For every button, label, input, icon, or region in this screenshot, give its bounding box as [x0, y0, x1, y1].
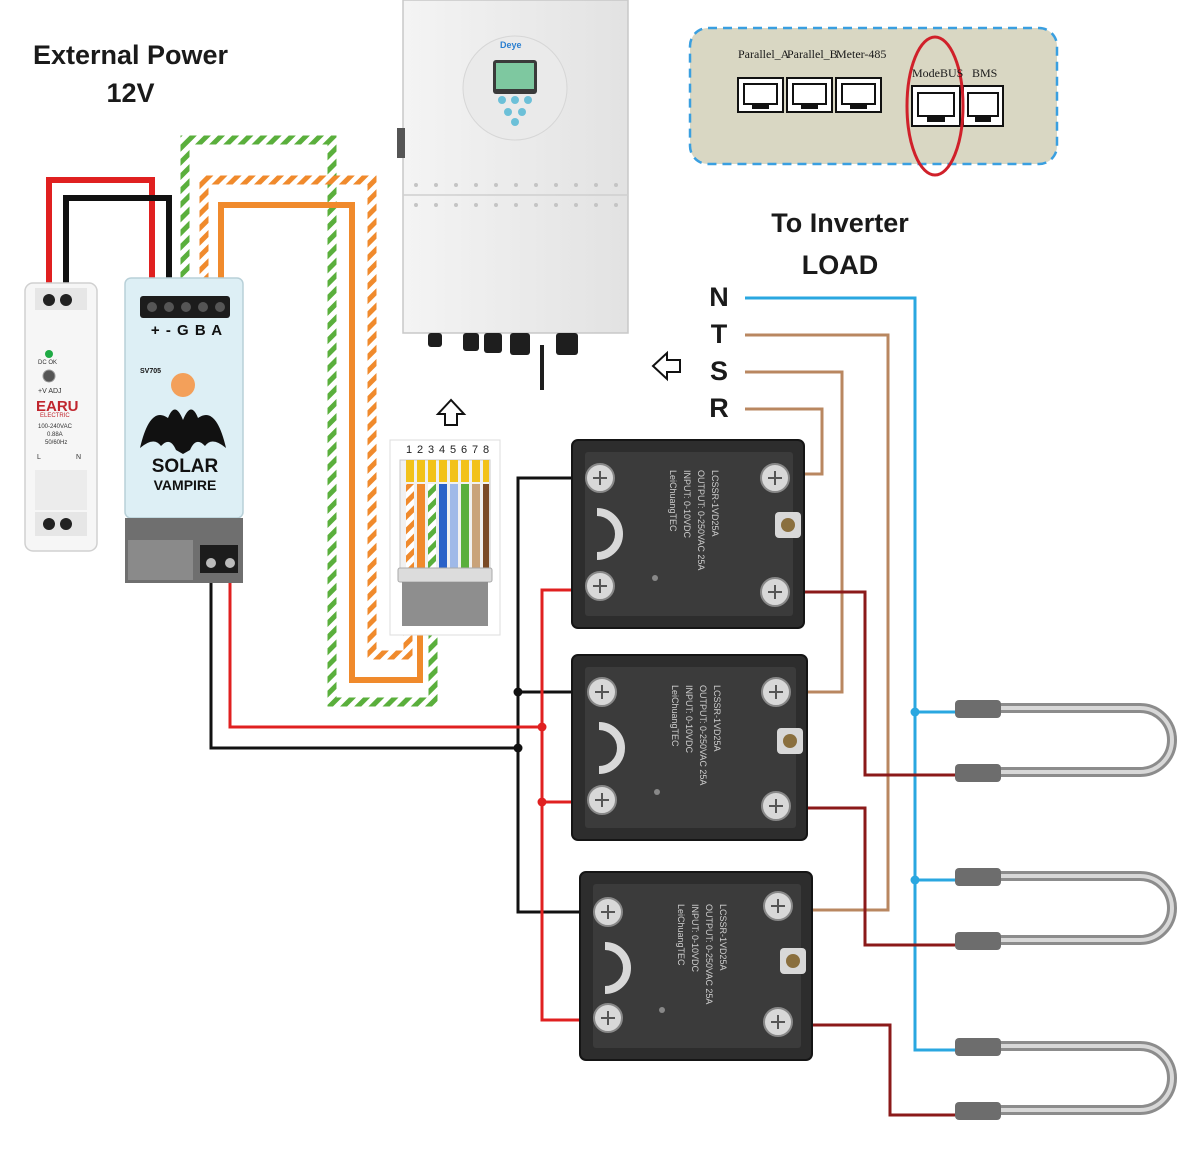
rj45-connector: [389, 439, 501, 636]
rj45-pin-1: 1: [406, 444, 413, 456]
arrow-up-icon: [435, 398, 467, 426]
sv-name-line2: VAMPIRE: [153, 477, 217, 493]
ssr2-output: OUTPUT: 0-250VAC 25A: [698, 685, 708, 786]
ethernet-port-modbus: [911, 85, 961, 127]
rj45-pin-8: 8: [483, 444, 490, 456]
ssr3-brand: LeiChuangTEC: [676, 904, 686, 966]
psu-terminal-l: L: [37, 454, 41, 461]
rj45-pin-3: 3: [428, 444, 435, 456]
psu-terminal-n: N: [76, 454, 82, 461]
solar-vampire-controller: [124, 277, 244, 583]
to-inverter-load-label: To Inverter LOAD: [740, 202, 940, 286]
phase-label-n: N: [709, 282, 729, 312]
psu-brand-sub: ELECTRIC: [40, 413, 70, 419]
rj45-pin-7: 7: [472, 444, 479, 456]
external-power-title: External Power: [32, 40, 229, 70]
psu-spec-current: 0.88A: [47, 432, 63, 438]
ssr1-input: INPUT: 0-10VDC: [682, 470, 692, 539]
external-power-label: External Power 12V: [18, 36, 243, 112]
ssr1-model: LCSSR-1VD25A: [710, 470, 720, 537]
phase-label-t: T: [710, 319, 728, 349]
rs485-data-wires: [180, 135, 438, 707]
comm-panel: [688, 26, 1059, 177]
ssr2-model: LCSSR-1VD25A: [712, 685, 722, 752]
ssr2-input: INPUT: 0-10VDC: [684, 685, 694, 754]
inverter-display-panel: [462, 35, 568, 141]
heater-element-3: [955, 1038, 1177, 1120]
rj45-pin-4: 4: [439, 444, 446, 456]
ssr2-brand: LeiChuangTEC: [670, 685, 680, 747]
neutral-junctions: [910, 707, 920, 885]
to-inverter-title: To Inverter: [771, 208, 909, 238]
inverter-brand-logo: Deye: [500, 40, 522, 50]
port-label-parallel-a: Parallel_A: [738, 47, 790, 61]
psu-adj-label: +V ADJ: [38, 388, 62, 395]
ssr3-input: INPUT: 0-10VDC: [690, 904, 700, 973]
modbus-highlight-circle: [905, 35, 965, 177]
rj45-pin-6: 6: [461, 444, 468, 456]
arrow-left-icon: [651, 350, 681, 382]
ethernet-port-bms: [962, 85, 1004, 127]
phase-label-s: S: [709, 356, 728, 386]
rj45-gold-contacts: [406, 460, 489, 482]
ssr3-output: OUTPUT: 0-250VAC 25A: [704, 904, 714, 1005]
solid-state-regulator-3: [579, 871, 813, 1061]
wire-junctions: [513, 687, 547, 807]
rj45-pin-5: 5: [450, 444, 457, 456]
sv-name-line1: SOLAR: [151, 456, 219, 477]
sv-terminal-labels: + - G B A: [150, 322, 224, 339]
ssr1-output: OUTPUT: 0-250VAC 25A: [696, 470, 706, 571]
port-label-parallel-b: Parallel_B: [787, 47, 838, 61]
psu-output-wires: [46, 177, 172, 290]
inverter-cable-glands: [428, 333, 578, 390]
port-label-meter-485: Meter-485: [836, 47, 887, 61]
ethernet-port-parallel-a: [737, 77, 784, 113]
external-power-voltage: 12V: [106, 78, 155, 108]
sun-icon: [171, 373, 195, 397]
port-label-modbus: ModeBUS: [912, 66, 964, 80]
solid-state-regulator-1: [571, 439, 805, 629]
solid-state-regulator-2: [571, 654, 808, 841]
psu-dc-ok-label: DC OK: [38, 360, 58, 366]
inverter-vent-dots: [414, 183, 618, 207]
sv-model: SV705: [140, 368, 162, 375]
bat-logo-icon: [140, 409, 226, 454]
phase-label-r: R: [709, 393, 729, 423]
rj45-wire-colors: [406, 484, 489, 570]
load-title: LOAD: [801, 250, 879, 280]
phase-wires: [745, 296, 955, 1117]
port-label-bms: BMS: [972, 66, 998, 80]
ssr3-model: LCSSR-1VD25A: [718, 904, 728, 971]
inverter: [397, 0, 629, 390]
ssr1-brand: LeiChuangTEC: [668, 470, 678, 532]
psu-brand: EARU: [36, 398, 79, 415]
rj45-pin-2: 2: [417, 444, 424, 456]
heater-element-2: [955, 868, 1177, 950]
psu-spec-input: 100-240VAC: [38, 424, 72, 430]
ethernet-port-meter-485: [835, 77, 882, 113]
power-supply: [24, 282, 98, 552]
ethernet-port-parallel-b: [786, 77, 833, 113]
heater-element-1: [955, 700, 1177, 782]
psu-spec-frequency: 50/60Hz: [45, 440, 68, 446]
